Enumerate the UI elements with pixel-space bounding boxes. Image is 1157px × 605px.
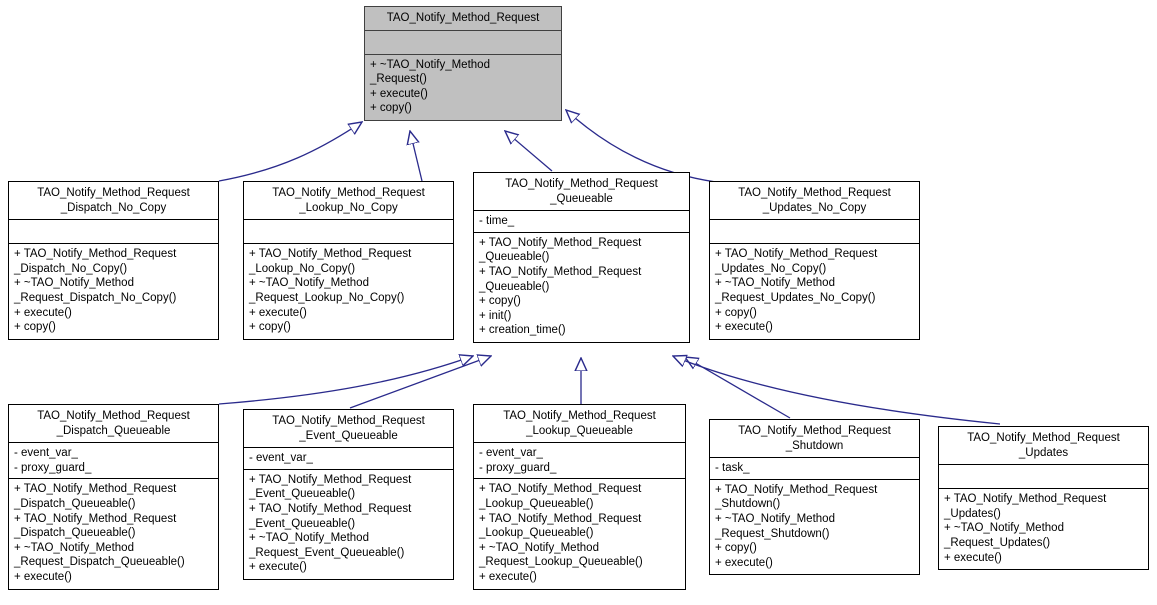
class-node-tao-notify-method-request[interactable]: TAO_Notify_Method_Request + ~TAO_Notify_… (364, 6, 562, 121)
class-node-tao-notify-method-request-updates-no-copy[interactable]: TAO_Notify_Method_Request _Updates_No_Co… (709, 181, 920, 340)
class-operations: + TAO_Notify_Method_Request _Event_Queue… (249, 473, 412, 574)
divider (710, 219, 919, 221)
edge-shutdown-to-queueable (685, 357, 791, 419)
divider (365, 53, 561, 55)
divider (244, 243, 453, 245)
divider (710, 457, 919, 459)
class-node-tao-notify-method-request-event-queueable[interactable]: TAO_Notify_Method_Request _Event_Queueab… (243, 409, 454, 580)
class-attributes (365, 31, 561, 54)
divider (474, 442, 685, 444)
divider (365, 29, 561, 31)
class-operations: + TAO_Notify_Method_Request _Dispatch_Qu… (14, 483, 185, 583)
class-title: TAO_Notify_Method_Request _Dispatch_Queu… (37, 410, 190, 437)
class-title: TAO_Notify_Method_Request _Queueable (505, 178, 658, 205)
divider (939, 464, 1148, 466)
class-attributes (939, 465, 1148, 488)
class-attributes: - event_var_ - proxy_guard_ (479, 447, 557, 474)
class-node-tao-notify-method-request-lookup-no-copy[interactable]: TAO_Notify_Method_Request _Lookup_No_Cop… (243, 181, 454, 340)
edge-updates-to-queueable (673, 356, 1001, 425)
class-attributes: - event_var_ - proxy_guard_ (14, 447, 92, 474)
class-node-tao-notify-method-request-dispatch-queueable[interactable]: TAO_Notify_Method_Request _Dispatch_Queu… (8, 404, 219, 590)
divider (9, 478, 218, 480)
class-operations: + TAO_Notify_Method_Request _Updates() +… (944, 493, 1107, 564)
class-operations: + TAO_Notify_Method_Request _Shutdown() … (715, 483, 878, 569)
class-operations: + TAO_Notify_Method_Request _Updates_No_… (715, 248, 878, 334)
class-node-tao-notify-method-request-lookup-queueable[interactable]: TAO_Notify_Method_Request _Lookup_Queuea… (473, 404, 686, 590)
class-operations: + TAO_Notify_Method_Request _Lookup_Queu… (479, 483, 643, 583)
class-attributes (710, 220, 919, 243)
divider (474, 478, 685, 480)
edge-lookup-no-copy-to-base (410, 131, 423, 182)
edge-dispatch-queueable-to-queueable (218, 356, 473, 405)
class-title: TAO_Notify_Method_Request (386, 12, 540, 24)
divider (9, 442, 218, 444)
class-node-tao-notify-method-request-shutdown[interactable]: TAO_Notify_Method_Request _Shutdown - ta… (709, 419, 920, 576)
class-title: TAO_Notify_Method_Request _Updates_No_Co… (738, 187, 891, 214)
class-operations: + TAO_Notify_Method_Request _Dispatch_No… (14, 248, 177, 334)
class-attributes: - time_ (479, 215, 515, 228)
class-title: TAO_Notify_Method_Request _Lookup_No_Cop… (272, 187, 425, 214)
class-title: TAO_Notify_Method_Request _Updates (967, 432, 1120, 459)
class-operations: + ~TAO_Notify_Method _Request() + execut… (370, 58, 490, 115)
divider (244, 447, 453, 449)
class-title: TAO_Notify_Method_Request _Shutdown (738, 425, 891, 452)
divider (710, 243, 919, 245)
edge-queueable-to-base (505, 131, 553, 172)
class-attributes: - event_var_ (249, 452, 313, 465)
divider (474, 231, 689, 233)
divider (244, 468, 453, 470)
class-attributes: - task_ (715, 462, 750, 475)
edge-dispatch-no-copy-to-base (218, 122, 362, 182)
class-title: TAO_Notify_Method_Request _Event_Queueab… (272, 415, 425, 442)
edge-event-queueable-to-queueable (349, 356, 491, 409)
class-title: TAO_Notify_Method_Request _Dispatch_No_C… (37, 187, 190, 214)
divider (9, 219, 218, 221)
class-node-tao-notify-method-request-dispatch-no-copy[interactable]: TAO_Notify_Method_Request _Dispatch_No_C… (8, 181, 219, 340)
class-node-tao-notify-method-request-updates[interactable]: TAO_Notify_Method_Request _Updates + TAO… (938, 426, 1149, 571)
divider (9, 243, 218, 245)
divider (474, 210, 689, 212)
divider (244, 219, 453, 221)
divider (939, 488, 1148, 490)
class-node-tao-notify-method-request-queueable[interactable]: TAO_Notify_Method_Request _Queueable - t… (473, 172, 690, 343)
class-operations: + TAO_Notify_Method_Request _Lookup_No_C… (249, 248, 412, 334)
divider (710, 478, 919, 480)
class-attributes (244, 220, 453, 243)
class-attributes (9, 220, 218, 243)
class-operations: + TAO_Notify_Method_Request _Queueable()… (479, 236, 642, 337)
class-title: TAO_Notify_Method_Request _Lookup_Queuea… (503, 410, 656, 437)
